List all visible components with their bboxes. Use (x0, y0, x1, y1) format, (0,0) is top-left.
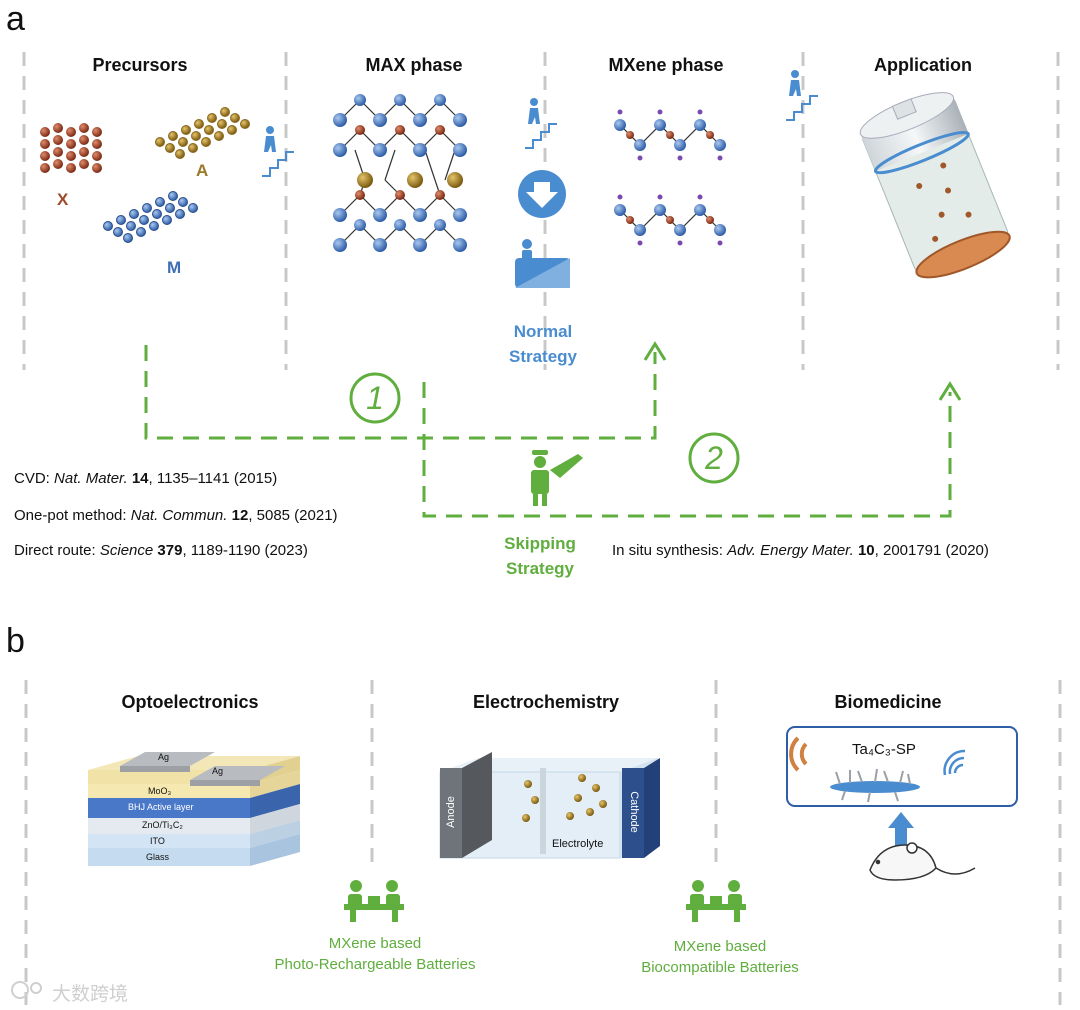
column-title-electrochemistry: Electrochemistry (472, 692, 620, 712)
skipping-route-arrowhead (938, 381, 962, 401)
stairs-person-icon-3 (786, 70, 818, 121)
stairs-person-icon (262, 126, 294, 177)
ref-method: Direct route: (14, 542, 96, 559)
ref-rest: , 5085 (2021) (248, 507, 338, 524)
ref-method: One-pot method: (14, 507, 127, 524)
reference-direct-route: Direct route: Science 379, 1189-1190 (20… (14, 542, 308, 559)
max-phase-structure (333, 94, 467, 252)
nanosheet-icon (830, 768, 920, 803)
skipping-route-path (422, 382, 952, 518)
anode-label: Anode (445, 796, 457, 828)
cathode-label: Cathode (628, 791, 640, 833)
route-2-number: 2 (705, 440, 723, 476)
bio-agent-label: Ta₄C₃-SP (852, 741, 916, 758)
down-arrow-icon (518, 170, 566, 218)
column-title-optoelectronics: Optoelectronics (121, 692, 259, 712)
reference-one-pot: One-pot method: Nat. Commun. 12, 5085 (2… (14, 507, 338, 524)
column-title-biomedicine: Biomedicine (834, 692, 942, 712)
layer-label-glass: Glass (146, 852, 170, 862)
reference-cvd: CVD: Nat. Mater. 14, 1135–1141 (2015) (14, 470, 277, 487)
panel-b-letter: b (6, 622, 25, 660)
ref-rest: , 2001791 (2020) (874, 542, 989, 559)
precursor-x-structure (40, 123, 102, 173)
ref-volume: 10 (857, 542, 875, 559)
watermark-logo-icon (11, 981, 42, 999)
solar-cell-stack (88, 752, 300, 866)
precursor-x-label: X (57, 190, 69, 209)
reference-in-situ: In situ synthesis: Adv. Energy Mater. 10… (612, 542, 989, 559)
note-line: Biocompatible Batteries (641, 959, 799, 976)
precursor-a-label: A (196, 161, 209, 180)
note-line: MXene based (673, 938, 767, 955)
ref-journal: Adv. Energy Mater. (727, 542, 854, 559)
normal-route-path (144, 345, 657, 440)
normal-strategy-label: Normal Strategy (478, 319, 608, 369)
note-line: Photo-Rechargeable Batteries (274, 956, 476, 973)
normal-strategy-line-1: Normal (513, 322, 573, 341)
layer-label-ag-2: Ag (212, 766, 224, 776)
up-arrow-icon (888, 812, 914, 848)
escalator-icon (515, 239, 570, 288)
battery-cylinder-illustration (859, 92, 1011, 279)
note-line: MXene based (328, 935, 422, 952)
route-1-circle (349, 372, 401, 424)
column-title-precursors: Precursors (92, 55, 188, 75)
signal-waves-icon (789, 736, 808, 772)
ref-journal: Nat. Mater. (54, 470, 128, 487)
column-title-max-phase: MAX phase (365, 55, 463, 75)
watermark-text: 大数跨境 (52, 983, 129, 1005)
panel-b-separators (24, 680, 1062, 1005)
layer-label-zno: ZnO/Ti₃C₂ (142, 820, 183, 830)
pilot-airplane-icon (531, 450, 583, 506)
skipping-strategy-line-2: Strategy (505, 559, 575, 578)
mouse-icon (869, 842, 976, 881)
electrolyte-label: Electrolyte (552, 838, 604, 850)
layer-label-moo3: MoO₃ (148, 786, 172, 796)
meeting-icon (344, 880, 404, 922)
ref-method: In situ synthesis: (612, 542, 723, 559)
column-title-application: Application (874, 55, 972, 75)
mxene-phase-structure (614, 109, 726, 246)
precursor-a-structure (155, 107, 250, 159)
panel-a-letter: a (6, 0, 25, 38)
ref-method: CVD: (14, 470, 50, 487)
column-title-mxene-phase: MXene phase (608, 55, 724, 75)
ref-rest: , 1135–1141 (2015) (148, 470, 278, 487)
route-1-number: 1 (366, 380, 384, 416)
ref-volume: 14 (131, 470, 149, 487)
layer-label-ito: ITO (150, 836, 165, 846)
precursor-m-label: M (167, 258, 182, 277)
normal-route-arrowhead (643, 341, 667, 361)
layer-label-bhj: BHJ Active layer (128, 802, 194, 812)
wifi-signal-icon (943, 749, 966, 776)
route-2-circle (688, 432, 740, 484)
meeting-icon-2 (686, 880, 746, 922)
skipping-strategy-line-1: Skipping (504, 534, 576, 553)
ref-journal: Nat. Commun. (130, 507, 228, 524)
ref-volume: 379 (157, 542, 183, 559)
note-biocompatible: MXene based Biocompatible Batteries (610, 936, 830, 978)
biomedicine-box (786, 726, 1018, 807)
skipping-strategy-label: Skipping Strategy (480, 531, 600, 581)
ref-journal: Science (99, 542, 154, 559)
ref-rest: , 1189-1190 (2023) (182, 542, 308, 559)
layer-label-ag-1: Ag (158, 752, 170, 762)
stairs-person-icon-2 (525, 98, 557, 149)
ref-volume: 12 (231, 507, 249, 524)
electrochem-cell (439, 752, 660, 859)
precursor-m-structure (103, 191, 198, 243)
note-photo-rechargeable: MXene based Photo-Rechargeable Batteries (240, 933, 510, 975)
normal-strategy-line-2: Strategy (508, 347, 578, 366)
